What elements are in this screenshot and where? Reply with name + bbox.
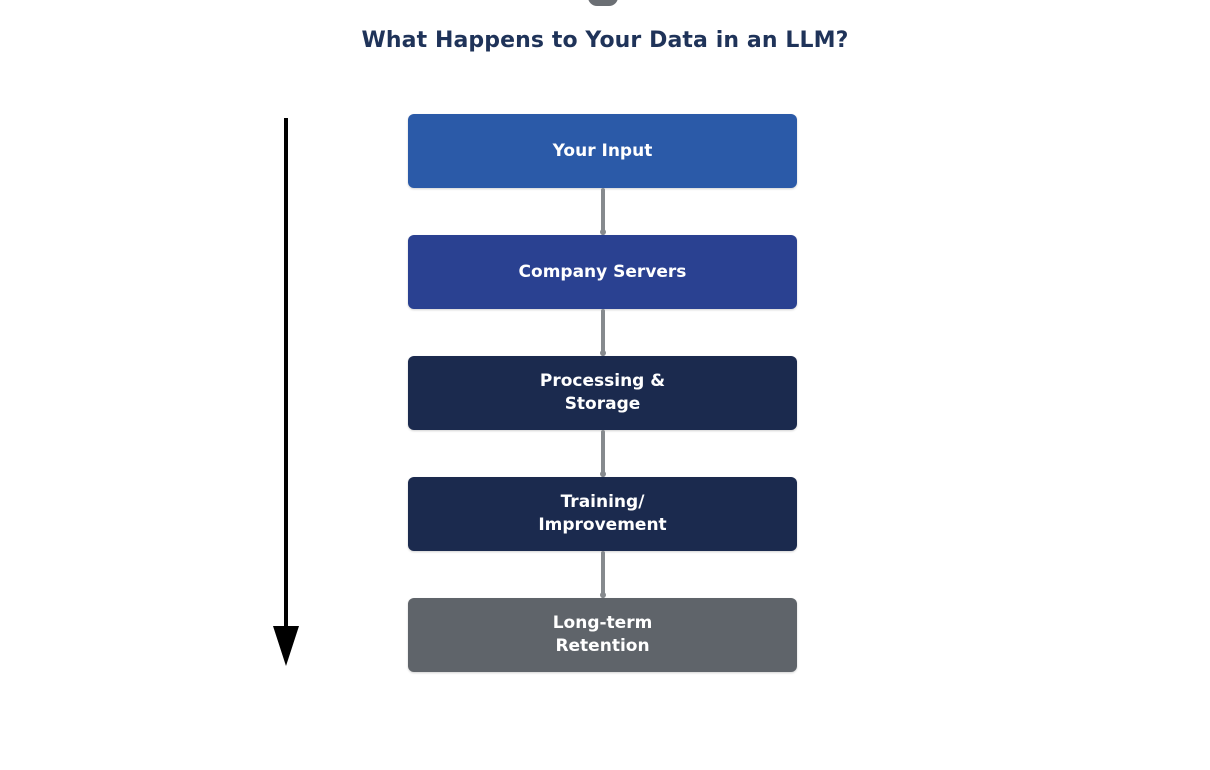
connector-endpoint-icon — [599, 229, 606, 235]
down-arrow-icon — [273, 118, 299, 666]
flow-node-retention[interactable]: Long-term Retention — [408, 598, 797, 672]
flow-connector-4 — [408, 551, 797, 598]
page-title: What Happens to Your Data in an LLM? — [361, 28, 849, 53]
connector-endpoint-icon — [599, 471, 606, 477]
flow-node-label: Processing & Storage — [539, 371, 666, 414]
connector-line — [600, 430, 605, 477]
flow-node-input[interactable]: Your Input — [408, 114, 797, 188]
connector-line — [600, 309, 605, 356]
flowchart-column: Your Input Company Servers Processing & … — [408, 114, 797, 672]
rounded-stub-shape-icon — [588, 0, 618, 6]
flow-connector-1 — [408, 188, 797, 235]
connector-endpoint-icon — [599, 592, 606, 598]
flow-node-servers[interactable]: Company Servers — [408, 235, 797, 309]
connector-endpoint-icon — [599, 350, 606, 356]
flow-node-processing[interactable]: Processing & Storage — [408, 356, 797, 430]
flow-node-training[interactable]: Training/ Improvement — [408, 477, 797, 551]
flow-connector-2 — [408, 309, 797, 356]
flow-node-label: Your Input — [552, 140, 653, 161]
flow-connector-3 — [408, 430, 797, 477]
arrow-head — [273, 626, 299, 666]
arrow-shaft — [284, 118, 288, 634]
connector-line — [600, 188, 605, 235]
flow-node-label: Long-term Retention — [552, 613, 653, 656]
flow-node-label: Training/ Improvement — [538, 492, 667, 535]
flow-node-label: Company Servers — [518, 261, 687, 282]
connector-line — [600, 551, 605, 598]
